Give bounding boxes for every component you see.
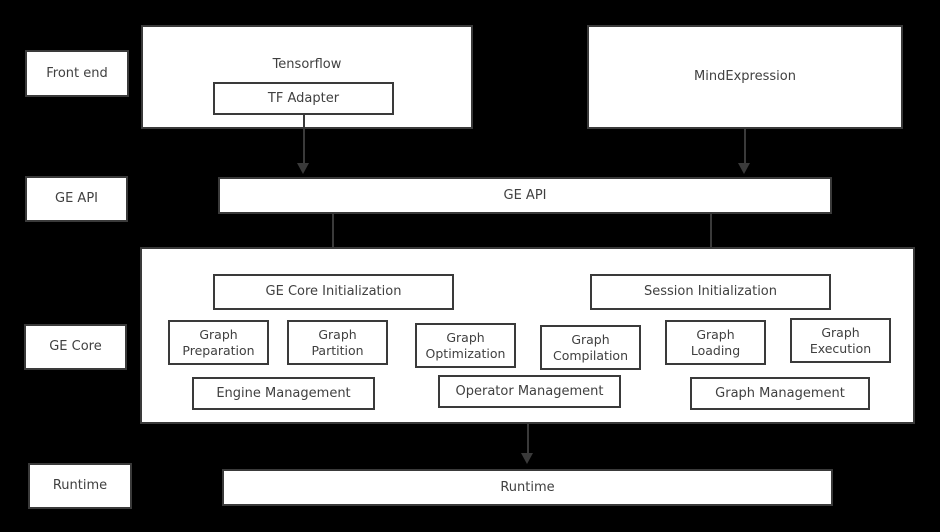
module-label: Graph Partition — [311, 327, 364, 358]
module-label: Graph Optimization — [425, 330, 506, 361]
mindexpression-title: MindExpression — [694, 69, 796, 85]
session-initialization-label: Session Initialization — [643, 284, 777, 300]
manager-label: Engine Management — [216, 385, 351, 401]
module-label: Graph Compilation — [552, 332, 629, 363]
module-graph-loading[interactable]: Graph Loading — [665, 320, 766, 365]
module-label: Graph Loading — [690, 327, 741, 358]
module-graph-partition[interactable]: Graph Partition — [287, 320, 388, 365]
module-label: Graph Execution — [809, 325, 872, 356]
tensorflow-title: Tensorflow — [272, 57, 342, 72]
connector-line-ge-api-to-core-init — [332, 214, 334, 260]
tf-adapter-label: TF Adapter — [267, 90, 340, 106]
tf-adapter-box[interactable]: TF Adapter — [213, 82, 394, 115]
module-graph-optimization[interactable]: Graph Optimization — [415, 323, 516, 368]
module-label: Graph Preparation — [182, 327, 255, 358]
manager-label: Graph Management — [715, 385, 845, 401]
stage-label-text: GE Core — [49, 339, 102, 355]
ge-api-bar[interactable]: GE API — [218, 177, 832, 214]
stage-label-text: Runtime — [52, 478, 108, 494]
stage-label-text: Front end — [46, 65, 108, 81]
runtime-bar[interactable]: Runtime — [222, 469, 833, 506]
stage-label-front-end: Front end — [25, 50, 129, 97]
manager-operator-management[interactable]: Operator Management — [438, 375, 621, 408]
module-graph-compilation[interactable]: Graph Compilation — [540, 325, 641, 370]
runtime-label: Runtime — [500, 479, 555, 495]
ge-api-label: GE API — [503, 187, 547, 203]
connector-line-ge-api-to-session-init — [710, 214, 712, 260]
module-graph-execution[interactable]: Graph Execution — [790, 318, 891, 363]
connector-arrow-tf-adapter-to-ge-api — [297, 163, 309, 174]
ge-core-initialization-label: GE Core Initialization — [265, 284, 402, 300]
manager-graph-management[interactable]: Graph Management — [690, 377, 870, 410]
session-initialization-box[interactable]: Session Initialization — [590, 274, 831, 310]
stage-label-ge-core: GE Core — [24, 324, 127, 370]
module-graph-preparation[interactable]: Graph Preparation — [168, 320, 269, 365]
connector-arrow-mindexpression-to-ge-api — [738, 163, 750, 174]
frontend-mindexpression-container: MindExpression — [587, 25, 903, 129]
connector-line-mindexpression-to-ge-api — [744, 129, 746, 164]
ge-core-initialization-box[interactable]: GE Core Initialization — [213, 274, 454, 310]
stage-label-ge-api: GE API — [25, 176, 128, 222]
connector-line-ge-core-to-runtime — [527, 424, 529, 454]
connector-arrow-ge-core-to-runtime — [521, 453, 533, 464]
stage-label-runtime: Runtime — [28, 463, 132, 509]
manager-label: Operator Management — [455, 383, 604, 399]
connector-line-tf-adapter-to-ge-api — [303, 114, 305, 164]
stage-label-text: GE API — [55, 191, 98, 207]
manager-engine-management[interactable]: Engine Management — [192, 377, 375, 410]
